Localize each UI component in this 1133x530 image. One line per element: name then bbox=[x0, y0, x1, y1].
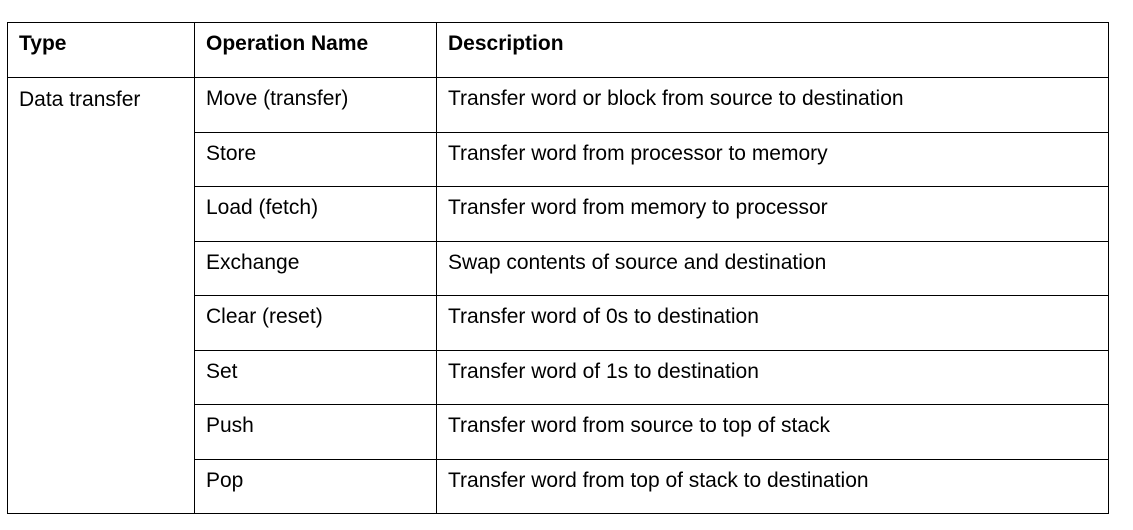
description-cell: Transfer word from memory to processor bbox=[436, 186, 1109, 242]
operation-cell: Clear (reset) bbox=[194, 295, 437, 351]
table-row: Exchange Swap contents of source and des… bbox=[8, 240, 1109, 296]
header-description: Description bbox=[436, 22, 1109, 78]
table-row: Load (fetch) Transfer word from memory t… bbox=[8, 186, 1109, 242]
header-operation-name: Operation Name bbox=[194, 22, 437, 78]
operations-table: Type Operation Name Description Data tra… bbox=[7, 22, 1109, 514]
table-row: Pop Transfer word from top of stack to d… bbox=[8, 458, 1109, 514]
table-row: Data transfer Move (transfer) Transfer w… bbox=[7, 77, 1109, 514]
operation-cell: Pop bbox=[194, 458, 437, 514]
description-cell: Transfer word from source to top of stac… bbox=[436, 404, 1109, 460]
operation-cell: Load (fetch) bbox=[194, 186, 437, 242]
table-row: Store Transfer word from processor to me… bbox=[8, 131, 1109, 187]
type-cell: Data transfer bbox=[7, 77, 195, 514]
description-cell: Transfer word of 0s to destination bbox=[436, 295, 1109, 351]
description-cell: Transfer word of 1s to destination bbox=[436, 349, 1109, 405]
operation-cell: Set bbox=[194, 349, 437, 405]
description-cell: Transfer word from processor to memory bbox=[436, 131, 1109, 187]
table-header-row: Type Operation Name Description bbox=[7, 22, 1109, 78]
description-cell: Transfer word or block from source to de… bbox=[436, 77, 1109, 133]
table-row: Push Transfer word from source to top of… bbox=[8, 404, 1109, 460]
description-cell: Transfer word from top of stack to desti… bbox=[436, 458, 1109, 514]
table-row: Set Transfer word of 1s to destination bbox=[8, 349, 1109, 405]
operation-cell: Move (transfer) bbox=[194, 77, 437, 133]
operation-cell: Store bbox=[194, 131, 437, 187]
operation-cell: Push bbox=[194, 404, 437, 460]
description-cell: Swap contents of source and destination bbox=[436, 240, 1109, 296]
table-row: Clear (reset) Transfer word of 0s to des… bbox=[8, 295, 1109, 351]
header-type: Type bbox=[7, 22, 195, 78]
operation-cell: Exchange bbox=[194, 240, 437, 296]
